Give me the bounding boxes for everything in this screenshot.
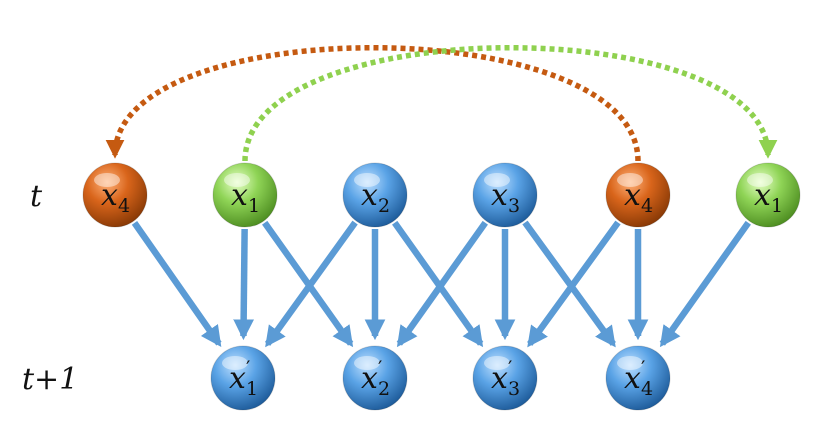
edge-t2-to-b2: [392, 220, 484, 348]
node-gloss: [617, 173, 643, 187]
edge-t0-to-b0: [131, 220, 222, 347]
node-label: x: [101, 178, 118, 213]
edges: [131, 220, 751, 348]
node-label: x: [624, 361, 641, 396]
node-circle: [605, 162, 671, 228]
edge-t4-to-b2: [527, 220, 621, 348]
node-subscript: 1: [771, 195, 783, 217]
node-gloss: [354, 356, 380, 370]
node-subscript: 2: [378, 195, 390, 217]
bottom-node-x1-prime: x′1: [210, 345, 276, 411]
edge-t3-to-b3: [522, 220, 616, 348]
node-label: x: [361, 361, 378, 396]
node-circle: [82, 162, 148, 228]
bottom-node-x2-prime: x′2: [342, 345, 408, 411]
row-label-t-plus-1: t+1: [22, 362, 78, 397]
node-circle: [472, 162, 538, 228]
node-circle: [212, 162, 278, 228]
node-circle: [605, 345, 671, 411]
node-gloss: [747, 173, 773, 187]
node-subscript: 4: [118, 195, 130, 217]
node-prime: ′: [508, 357, 512, 379]
bottom-node-x3-prime: x′3: [472, 345, 538, 411]
node-subscript: 2: [378, 378, 390, 400]
node-gloss: [484, 356, 510, 370]
node-circle: [342, 345, 408, 411]
node-circle: [342, 162, 408, 228]
node-label: x: [231, 178, 248, 213]
node-gloss: [222, 356, 248, 370]
node-gloss: [617, 356, 643, 370]
node-subscript: 1: [248, 195, 260, 217]
node-circle: [210, 345, 276, 411]
node-prime: ′: [378, 357, 382, 379]
edge-t5-to-b3: [659, 220, 751, 348]
node-gloss: [484, 173, 510, 187]
edge-t2-to-b0: [264, 220, 358, 348]
node-label: x: [624, 178, 641, 213]
node-gloss: [94, 173, 120, 187]
node-subscript: 4: [641, 378, 653, 400]
node-prime: ′: [246, 357, 250, 379]
node-subscript: 1: [246, 378, 258, 400]
wrap-arcs: [105, 45, 778, 162]
edge-t1-to-b0: [233, 228, 255, 341]
node-gloss: [354, 173, 380, 187]
edge-t3-to-b1: [396, 220, 488, 348]
node-subscript: 3: [508, 378, 520, 400]
node-label: x: [491, 178, 508, 213]
node-label: x: [754, 178, 771, 213]
node-circle: [472, 345, 538, 411]
wrap-arc-green: [242, 45, 778, 162]
row-label-t: t: [30, 179, 43, 214]
node-prime: ′: [641, 357, 645, 379]
node-label: x: [229, 361, 246, 396]
node-gloss: [224, 173, 250, 187]
node-subscript: 4: [641, 195, 653, 217]
wrap-arc-orange: [105, 45, 641, 162]
node-label: x: [361, 178, 378, 213]
node-circle: [735, 162, 801, 228]
node-label: x: [491, 361, 508, 396]
bottom-node-x4-prime: x′4: [605, 345, 671, 411]
node-subscript: 3: [508, 195, 520, 217]
